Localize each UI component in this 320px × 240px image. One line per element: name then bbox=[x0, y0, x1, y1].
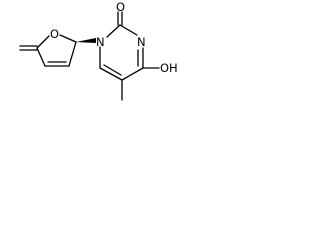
imine-nitrogen-label: N bbox=[137, 35, 146, 49]
molecule-drawing: O N N O OH bbox=[19, 0, 178, 101]
stereo-wedge-bond bbox=[76, 38, 96, 43]
ring-oxygen-label: O bbox=[50, 27, 59, 41]
hydroxyl-label: OH bbox=[160, 61, 178, 75]
ring-nitrogen-label: N bbox=[96, 35, 105, 49]
carbonyl-oxygen-label: O bbox=[116, 0, 125, 14]
carbonyl-double-bond bbox=[117, 11, 123, 26]
methylene-double-bond bbox=[19, 45, 38, 51]
pyrimidine-ring bbox=[99, 24, 144, 81]
structure-canvas: O N N O OH bbox=[0, 0, 212, 138]
dihydrofuran-ring bbox=[36, 34, 77, 67]
